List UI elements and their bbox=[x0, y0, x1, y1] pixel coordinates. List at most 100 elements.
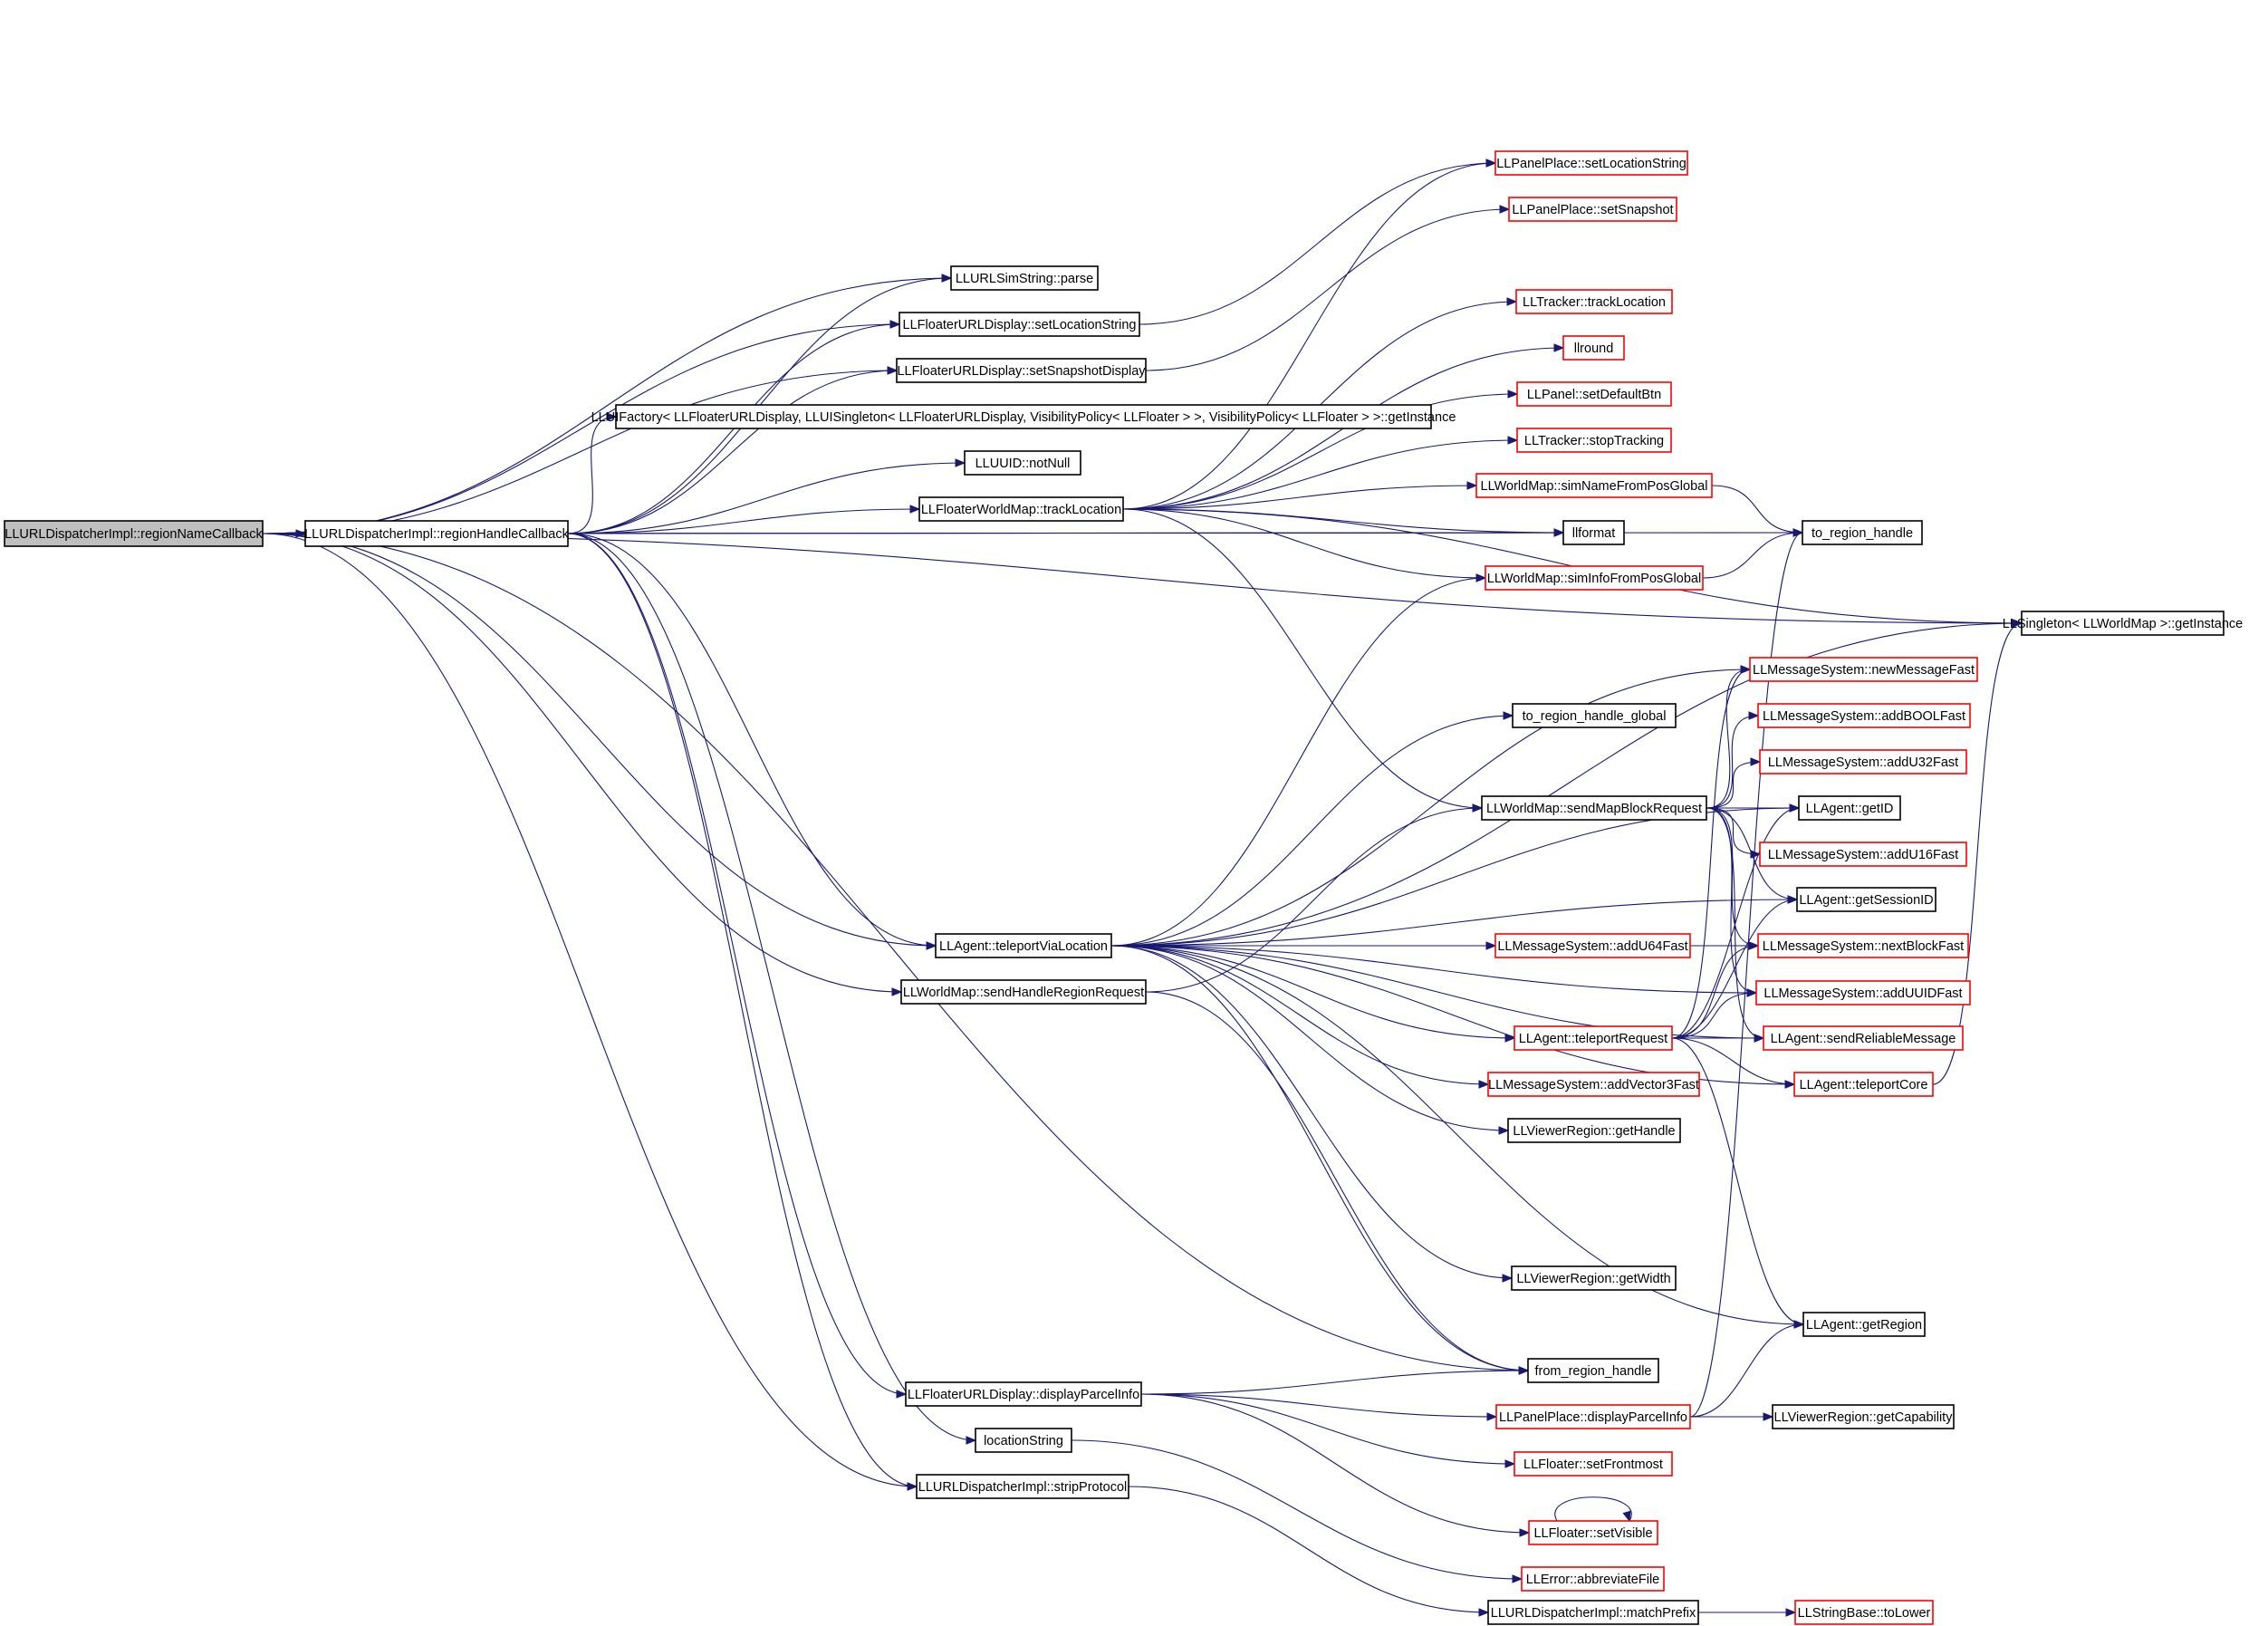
function-node-uifactory[interactable]: LLUIFactory< LLFloaterURLDisplay, LLUISi… bbox=[591, 404, 1456, 429]
function-node-fromregion[interactable]: from_region_handle bbox=[1527, 1358, 1659, 1383]
function-node-vrgetcap[interactable]: LLViewerRegion::getCapability bbox=[1772, 1404, 1955, 1429]
arrow-head bbox=[1507, 390, 1519, 399]
function-node-fwmtrack[interactable]: LLFloaterWorldMap::trackLocation bbox=[918, 496, 1124, 522]
call-edge bbox=[1122, 508, 1486, 579]
node-box bbox=[1507, 1118, 1681, 1143]
function-node-agentsess[interactable]: LLAgent::getSessionID bbox=[1796, 887, 1936, 912]
function-node-ppsetloc[interactable]: LLPanelPlace::setLocationString bbox=[1494, 150, 1688, 176]
call-edge bbox=[1122, 508, 1564, 534]
function-node-errabbrev[interactable]: LLError::abbreviateFile bbox=[1521, 1566, 1665, 1592]
function-node-vrgetwidth[interactable]: LLViewerRegion::getWidth bbox=[1511, 1265, 1677, 1291]
function-node-agentsendrel[interactable]: LLAgent::sendReliableMessage bbox=[1763, 1025, 1964, 1051]
function-node-wmsimname[interactable]: LLWorldMap::simNameFromPosGlobal bbox=[1475, 473, 1713, 498]
call-edge bbox=[1071, 1439, 1523, 1580]
call-edge bbox=[1145, 807, 1483, 993]
node-box bbox=[1757, 703, 1971, 728]
node-box bbox=[1481, 795, 1707, 821]
function-node-agenttvl[interactable]: LLAgent::teleportViaLocation bbox=[935, 933, 1112, 958]
call-edge bbox=[262, 533, 2023, 624]
function-node-agenttpreq[interactable]: LLAgent::teleportRequest bbox=[1514, 1025, 1673, 1051]
call-edge bbox=[1110, 715, 1514, 947]
node-label: LLAgent::getSessionID bbox=[1799, 893, 1933, 908]
function-node-singleton[interactable]: LLSingleton< LLWorldMap >::getInstance bbox=[2003, 611, 2243, 636]
call-edge bbox=[1139, 162, 1496, 325]
function-node-toregion[interactable]: to_region_handle bbox=[1802, 520, 1923, 545]
call-edge bbox=[1122, 508, 1483, 809]
call-edge bbox=[1554, 1496, 1632, 1522]
function-node-wmsendblock[interactable]: LLWorldMap::sendMapBlockRequest bbox=[1481, 795, 1707, 821]
function-node-msgu32[interactable]: LLMessageSystem::addU32Fast bbox=[1759, 749, 1967, 775]
call-edge bbox=[1706, 761, 1761, 809]
arrow-head bbox=[1519, 1528, 1531, 1537]
call-edge bbox=[1689, 532, 1803, 1418]
function-node-matchprefix[interactable]: LLURLDispatcherImpl::matchPrefix bbox=[1487, 1600, 1699, 1625]
function-node-floatvis[interactable]: LLFloater::setVisible bbox=[1528, 1520, 1658, 1545]
node-box bbox=[1487, 1072, 1700, 1097]
node-box bbox=[1495, 1404, 1691, 1429]
function-node-root[interactable]: LLURLDispatcherImpl::regionNameCallback bbox=[4, 520, 264, 547]
arrow-head bbox=[1486, 1412, 1498, 1421]
function-node-toregionglobal[interactable]: to_region_handle_global bbox=[1512, 703, 1677, 728]
function-node-strtolower[interactable]: LLStringBase::toLower bbox=[1794, 1600, 1934, 1625]
call-edge bbox=[1140, 1393, 1530, 1534]
function-node-agenttpcore[interactable]: LLAgent::teleportCore bbox=[1793, 1072, 1934, 1097]
function-node-msgu16[interactable]: LLMessageSystem::addU16Fast bbox=[1759, 842, 1967, 867]
node-label: LLViewerRegion::getWidth bbox=[1516, 1272, 1670, 1286]
call-edge bbox=[1110, 945, 1804, 1325]
function-node-uuidnotnull[interactable]: LLUUID::notNull bbox=[964, 450, 1081, 476]
function-node-fudsnap[interactable]: LLFloaterURLDisplay::setSnapshotDisplay bbox=[896, 358, 1147, 383]
call-edge bbox=[1706, 807, 1757, 994]
node-label: LLAgent::teleportViaLocation bbox=[939, 939, 1108, 954]
node-label: LLURLSimString::parse bbox=[956, 272, 1093, 286]
node-box bbox=[1512, 703, 1677, 728]
function-node-rhc[interactable]: LLURLDispatcherImpl::regionHandleCallbac… bbox=[304, 520, 570, 547]
node-label: LLUIFactory< LLFloaterURLDisplay, LLUISi… bbox=[591, 410, 1456, 425]
function-node-llformat[interactable]: llformat bbox=[1562, 520, 1625, 545]
arrow-head bbox=[1746, 988, 1758, 997]
node-box bbox=[1528, 1520, 1658, 1545]
arrow-head bbox=[1740, 665, 1752, 674]
function-node-vrgethandle[interactable]: LLViewerRegion::getHandle bbox=[1507, 1118, 1681, 1143]
arrow-head bbox=[1754, 1034, 1765, 1043]
function-node-panelsetdef[interactable]: LLPanel::setDefaultBtn bbox=[1516, 381, 1672, 407]
node-box bbox=[1521, 1566, 1665, 1592]
node-label: from_region_handle bbox=[1535, 1364, 1652, 1379]
node-label: LLAgent::teleportRequest bbox=[1519, 1032, 1667, 1046]
function-node-msgu64[interactable]: LLMessageSystem::addU64Fast bbox=[1494, 933, 1691, 958]
function-node-wmsiminfo[interactable]: LLWorldMap::simInfoFromPosGlobal bbox=[1485, 565, 1704, 591]
call-edge bbox=[1110, 945, 1515, 1039]
function-node-msgnextblock[interactable]: LLMessageSystem::nextBlockFast bbox=[1757, 933, 1969, 958]
function-node-msgbool[interactable]: LLMessageSystem::addBOOLFast bbox=[1757, 703, 1971, 728]
function-node-agentgetregion[interactable]: LLAgent::getRegion bbox=[1802, 1312, 1926, 1337]
arrow-head bbox=[1518, 1366, 1530, 1375]
node-label: LLPanelPlace::displayParcelInfo bbox=[1499, 1410, 1687, 1425]
function-node-trktrack[interactable]: LLTracker::trackLocation bbox=[1515, 289, 1673, 314]
function-node-floatfront[interactable]: LLFloater::setFrontmost bbox=[1514, 1451, 1673, 1477]
function-node-simparse[interactable]: LLURLSimString::parse bbox=[950, 265, 1099, 291]
node-label: llformat bbox=[1572, 526, 1616, 541]
node-box bbox=[1562, 335, 1625, 361]
arrow-head bbox=[887, 366, 899, 375]
node-box bbox=[1494, 933, 1691, 958]
function-node-llround[interactable]: llround bbox=[1562, 335, 1625, 361]
function-node-ppdisp[interactable]: LLPanelPlace::displayParcelInfo bbox=[1495, 1404, 1691, 1429]
function-node-trkstop[interactable]: LLTracker::stopTracking bbox=[1516, 428, 1672, 453]
function-node-msgvec3[interactable]: LLMessageSystem::addVector3Fast bbox=[1487, 1072, 1700, 1097]
call-edge bbox=[1706, 807, 1761, 855]
function-node-locstring[interactable]: locationString bbox=[975, 1428, 1072, 1453]
function-node-msguuid[interactable]: LLMessageSystem::addUUIDFast bbox=[1755, 980, 1971, 1005]
call-edge bbox=[1128, 1486, 1489, 1613]
function-node-wmsendhandle[interactable]: LLWorldMap::sendHandleRegionRequest bbox=[900, 979, 1147, 1005]
function-node-ppsetsnap[interactable]: LLPanelPlace::setSnapshot bbox=[1508, 197, 1677, 222]
node-label: LLPanelPlace::setLocationString bbox=[1496, 157, 1687, 171]
node-box bbox=[4, 520, 264, 547]
node-label: LLURLDispatcherImpl::regionNameCallback bbox=[5, 527, 263, 542]
node-box bbox=[1802, 520, 1923, 545]
function-node-msgnew[interactable]: LLMessageSystem::newMessageFast bbox=[1749, 657, 1978, 682]
function-node-stripproto[interactable]: LLURLDispatcherImpl::stripProtocol bbox=[916, 1474, 1129, 1499]
function-node-agentgetid[interactable]: LLAgent::getID bbox=[1798, 795, 1901, 821]
function-node-fuddisp[interactable]: LLFloaterURLDisplay::displayParcelInfo bbox=[905, 1381, 1142, 1407]
function-node-fudsetloc[interactable]: LLFloaterURLDisplay::setLocationString bbox=[899, 312, 1140, 337]
